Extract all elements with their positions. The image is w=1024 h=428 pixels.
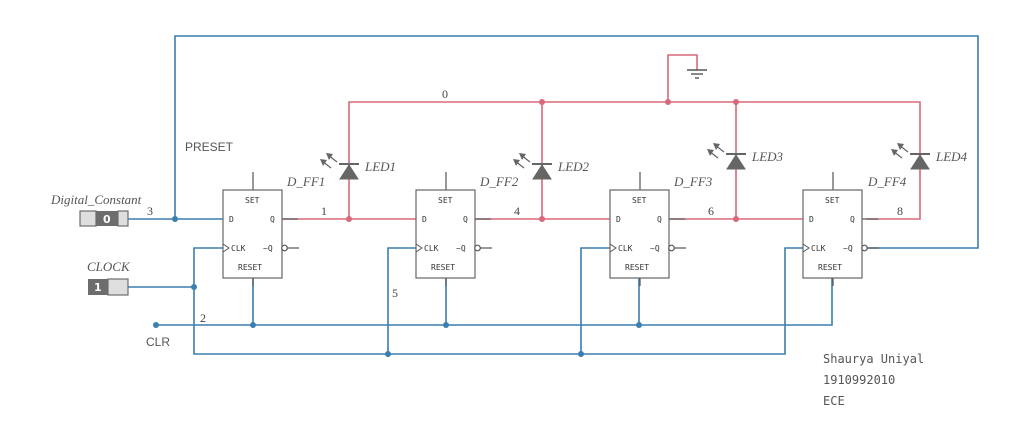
net-label-3: 3: [147, 204, 153, 218]
d-flip-flop-1-label: D_FF1: [286, 174, 325, 189]
junction: [385, 351, 391, 357]
junction: [539, 216, 545, 222]
ff4-nq-pin-label: ~Q: [843, 244, 853, 253]
red-wires: [282, 54, 921, 222]
led-1-label: LED1: [364, 159, 396, 174]
clock-source[interactable]: 1: [88, 278, 129, 296]
ff2-q-pin-label: Q: [463, 215, 468, 224]
d-flip-flop-4[interactable]: SET D Q CLK ~Q RESET: [802, 172, 879, 286]
ff4-clk-pin-label: CLK: [811, 244, 826, 253]
led-2-icon[interactable]: [513, 153, 552, 180]
ff1-d-pin-label: D: [229, 215, 234, 224]
junction: [443, 322, 449, 328]
net-label-4: 4: [514, 204, 520, 218]
net-label-2: 2: [200, 311, 206, 325]
preset-label: PRESET: [185, 140, 234, 154]
ff1-set-pin-label: SET: [245, 196, 260, 205]
ff2-nq-pin-label: ~Q: [456, 244, 466, 253]
net-label-8: 8: [897, 204, 903, 218]
junction: [578, 351, 584, 357]
led-layer: LED1 LED2 LED3 LED4: [320, 143, 968, 180]
clock-bus[interactable]: [193, 247, 803, 355]
digital-constant[interactable]: 0: [79, 210, 129, 227]
author-id: 1910992010: [823, 373, 895, 387]
junction: [665, 99, 671, 105]
ff2-d-pin-label: D: [422, 215, 427, 224]
ff4-reset-pin-label: RESET: [818, 263, 842, 272]
ff3-reset-pin-label: RESET: [625, 263, 649, 272]
ff4-set-pin-label: SET: [825, 196, 840, 205]
led-4-icon[interactable]: [891, 143, 930, 170]
ff1-reset-pin-label: RESET: [238, 263, 262, 272]
author-name: Shaurya Uniyal: [823, 352, 924, 366]
d-flip-flop-2-label: D_FF2: [479, 174, 519, 189]
ff1-clk-pin-label: CLK: [231, 244, 246, 253]
ff3-q-pin-label: Q: [657, 215, 662, 224]
led-2-label: LED2: [557, 159, 590, 174]
clock-value: 1: [94, 281, 102, 294]
ff3-nq-pin-label: ~Q: [650, 244, 660, 253]
d-flip-flop-1[interactable]: SET D Q CLK ~Q RESET: [222, 172, 299, 286]
clk-wire-ff2[interactable]: [387, 247, 416, 354]
clk-wire-ff3[interactable]: [580, 247, 610, 354]
d-flip-flop-3-label: D_FF3: [673, 174, 713, 189]
junction: [733, 99, 739, 105]
junction: [346, 216, 352, 222]
led-3-label: LED3: [751, 149, 784, 164]
net-label-5: 5: [392, 286, 398, 300]
feedback-wire[interactable]: [174, 35, 979, 249]
ff3-set-pin-label: SET: [632, 196, 647, 205]
ff3-d-pin-label: D: [616, 215, 621, 224]
junction: [250, 322, 256, 328]
ground-icon: [687, 69, 707, 79]
ff1-q-pin-label: Q: [270, 215, 275, 224]
junction: [636, 322, 642, 328]
author-dept: ECE: [823, 394, 845, 408]
ff1-nq-pin-label: ~Q: [263, 244, 273, 253]
ff4-d-pin-label: D: [809, 215, 814, 224]
digital-constant-value: 0: [103, 213, 111, 226]
led-3-icon[interactable]: [707, 143, 746, 170]
net-label-1: 1: [321, 204, 327, 218]
digital-constant-label: Digital_Constant: [50, 192, 142, 207]
clock-label: CLOCK: [87, 259, 131, 274]
ff2-set-pin-label: SET: [438, 196, 453, 205]
junction: [733, 216, 739, 222]
d-flip-flop-2[interactable]: SET D Q CLK ~Q RESET: [415, 172, 492, 286]
led-common-wire[interactable]: [348, 101, 921, 220]
clr-terminal[interactable]: [153, 322, 159, 328]
ff3-clk-pin-label: CLK: [618, 244, 633, 253]
led-4-label: LED4: [935, 149, 968, 164]
ff2-clk-pin-label: CLK: [424, 244, 439, 253]
blue-wires: [128, 35, 979, 357]
clr-label: CLR: [146, 335, 170, 349]
ff2-reset-pin-label: RESET: [431, 263, 455, 272]
ground-wire[interactable]: [667, 54, 698, 102]
junction: [172, 216, 178, 222]
net-label-6: 6: [708, 204, 714, 218]
net-label-0: 0: [442, 87, 448, 101]
led-1-icon[interactable]: [320, 153, 359, 180]
clr-wire[interactable]: [156, 278, 833, 326]
junction: [539, 99, 545, 105]
junction: [191, 284, 197, 290]
ff4-q-pin-label: Q: [850, 215, 855, 224]
d-flip-flop-4-label: D_FF4: [867, 174, 907, 189]
d-flip-flop-3[interactable]: SET D Q CLK ~Q RESET: [609, 172, 686, 286]
